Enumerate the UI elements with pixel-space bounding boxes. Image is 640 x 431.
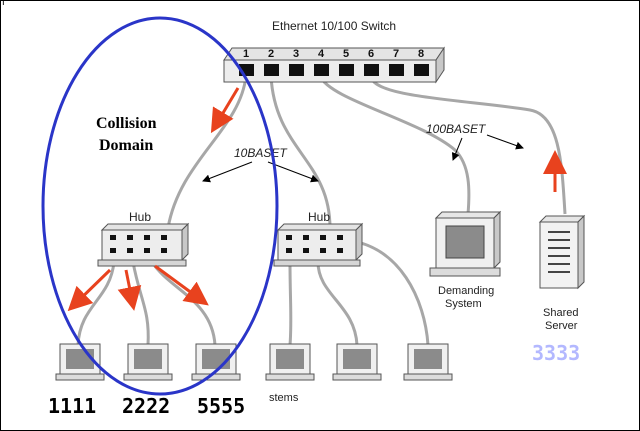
workstations — [55, 343, 453, 381]
number-label: 2222 — [122, 394, 170, 418]
demanding-system-computer: Demanding System — [429, 210, 502, 310]
svg-text:Server: Server — [545, 320, 578, 332]
svg-text:Domain: Domain — [99, 137, 153, 154]
hub-left-label: Hub — [129, 210, 151, 224]
port-number: 4 — [318, 48, 325, 60]
svg-text:Demanding: Demanding — [438, 285, 494, 297]
port-number: 2 — [268, 48, 274, 60]
collision-domain-ellipse — [41, 16, 279, 396]
port-number: 3 — [293, 48, 299, 60]
switch-cables — [166, 75, 567, 229]
svg-text:Collision: Collision — [96, 115, 157, 132]
10baset-annotation: 10BASET — [202, 146, 319, 183]
switch-port-numbers: 1 2 3 4 5 6 7 8 — [243, 48, 424, 60]
svg-text:10BASET: 10BASET — [234, 146, 288, 160]
number-label: 5555 — [197, 394, 245, 418]
collision-domain-label: Collision Domain — [96, 115, 157, 154]
hub-right: Hub — [273, 210, 364, 267]
shared-server: Shared Server — [538, 214, 586, 332]
workstation — [191, 343, 241, 381]
switch-label: Ethernet 10/100 Switch — [272, 19, 396, 33]
svg-text:System: System — [445, 298, 482, 310]
server-number: 3333 — [532, 341, 580, 365]
workstation — [123, 343, 173, 381]
ethernet-switch: Ethernet 10/100 Switch 1 2 3 4 5 6 7 8 — [223, 19, 445, 84]
workstation — [332, 343, 382, 381]
red-arrows — [67, 87, 567, 312]
svg-text:100BASET: 100BASET — [426, 122, 487, 136]
port-number: 5 — [343, 48, 349, 60]
hub-left: Hub — [97, 210, 190, 267]
workstation — [403, 343, 453, 381]
hub-right-label: Hub — [308, 210, 330, 224]
port-number: 6 — [368, 48, 374, 60]
port-number: 8 — [418, 48, 424, 60]
number-label: 1111 — [48, 394, 96, 418]
100baset-annotation: 100BASET — [426, 122, 524, 161]
number-labels: 1111 2222 5555 — [48, 394, 245, 418]
port-number: 1 — [243, 48, 249, 60]
systems-fragment: stems — [269, 392, 299, 404]
svg-text:Shared: Shared — [543, 307, 578, 319]
workstation — [265, 343, 315, 381]
switch-ports — [239, 64, 429, 76]
port-number: 7 — [393, 48, 399, 60]
corner-mark: I — [2, 0, 5, 8]
workstation — [55, 343, 105, 381]
